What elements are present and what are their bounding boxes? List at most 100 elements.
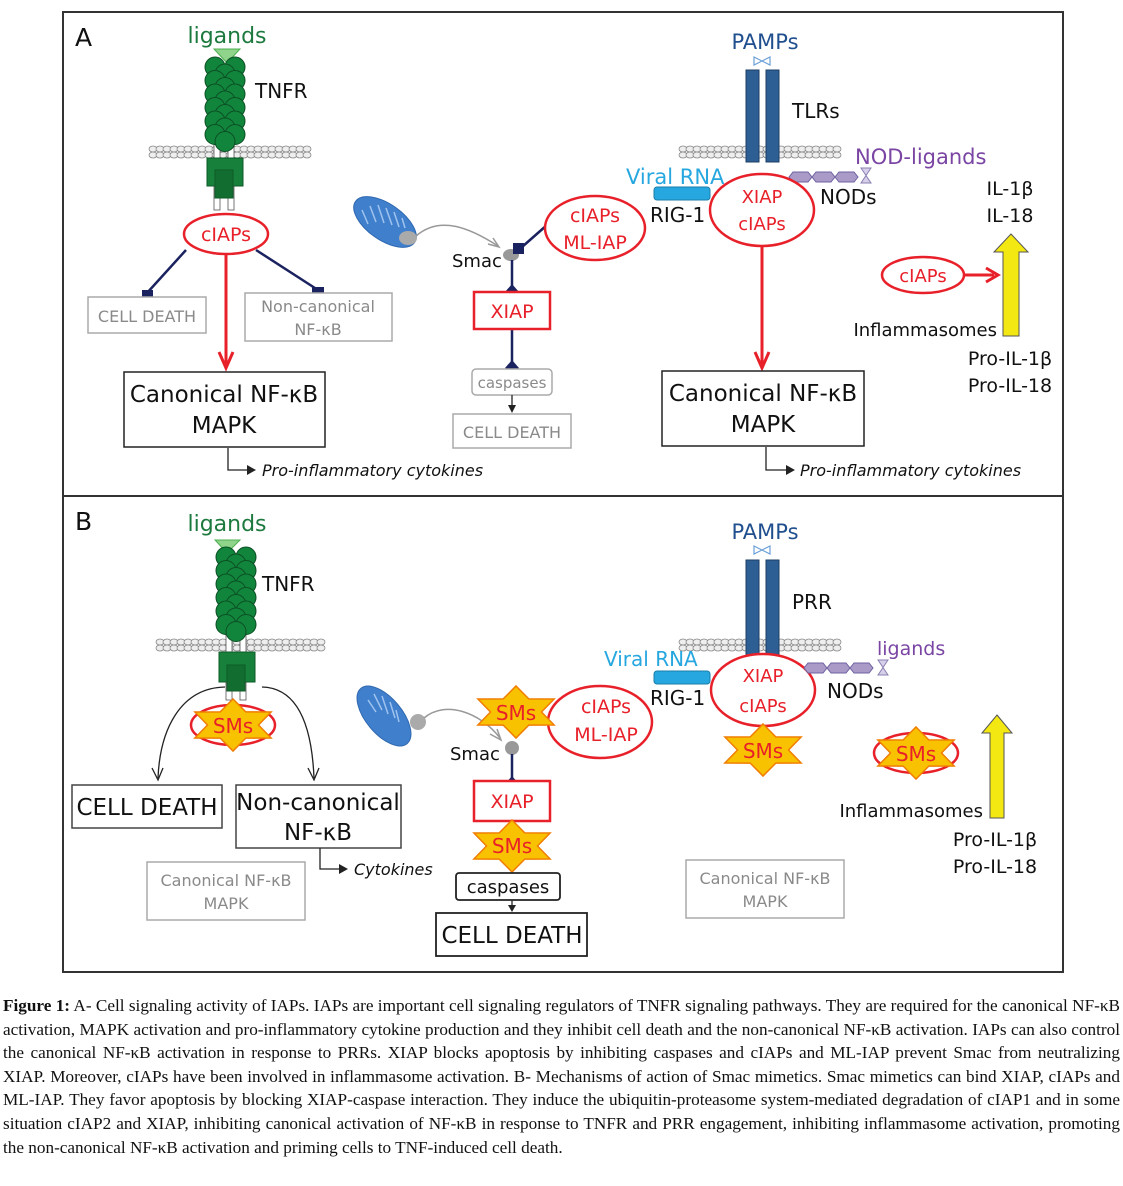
non-canonical-label: Non-canonical <box>261 297 375 316</box>
arrowhead <box>247 465 256 475</box>
figure-diagram: A ligands TNFR cIAPs CELL DEATH Non-cano… <box>62 11 1064 973</box>
ciaps-label: cIAPs <box>201 224 251 246</box>
cell-death-box <box>87 296 207 334</box>
ciaps-mliap-node <box>543 194 647 262</box>
smac-label: Smac <box>450 744 500 765</box>
nods-label: NODs <box>820 185 877 209</box>
pro-il1b-label: Pro-IL-1β <box>953 829 1037 851</box>
cytokines-label: Cytokines <box>354 860 433 879</box>
panel-b-label: B <box>75 507 92 536</box>
mliap-label: ML-IAP <box>563 232 627 254</box>
tlr-receptor-icon <box>745 69 760 163</box>
ligand-icon <box>212 48 242 64</box>
cytokine-arrow <box>319 848 340 870</box>
nod-ligands-label: ligands <box>877 638 945 660</box>
prr-receptor-icon <box>765 559 780 657</box>
smac-label: Smac <box>452 251 502 272</box>
arrowhead <box>339 864 348 874</box>
maturation-arrow <box>980 714 1014 819</box>
ligands-label: ligands <box>187 512 266 537</box>
pro-il18-label: Pro-IL-18 <box>953 856 1037 878</box>
cell-death-box <box>452 413 572 449</box>
smac-icon <box>505 741 519 755</box>
cytokine-arrow <box>765 447 787 471</box>
inhibition-line <box>146 249 187 294</box>
maturation-arrow <box>992 233 1030 337</box>
xiap-label: XIAP <box>743 666 784 687</box>
sms-label: SMs <box>496 701 536 725</box>
arrowhead <box>487 237 501 249</box>
non-canonical-box <box>244 292 393 342</box>
cell-membrane <box>678 145 842 159</box>
canonical-nfkb-box <box>146 861 306 921</box>
cell-membrane <box>678 638 842 652</box>
nods-label: NODs <box>827 679 884 703</box>
cytokine-arrow <box>227 448 248 471</box>
sms-icon <box>476 684 556 740</box>
xiap-label: XIAP <box>490 791 533 813</box>
nfkb-label: NF-κB <box>294 320 341 339</box>
pamp-icon <box>753 56 771 66</box>
sms-label: SMs <box>896 742 936 766</box>
cell-death-label: CELL DEATH <box>98 307 196 326</box>
mitochondrion-icon <box>353 196 417 248</box>
canonical-nfkb-label: Canonical NF-κB <box>669 381 857 407</box>
tnfr-label: TNFR <box>254 79 308 103</box>
arrowhead <box>508 905 516 912</box>
cytokines-label: Pro-inflammatory cytokines <box>800 461 1021 480</box>
arrowhead <box>753 351 771 372</box>
cell-death-label: CELL DEATH <box>76 795 217 821</box>
ligand-icon <box>213 539 242 554</box>
arrowhead <box>151 767 164 782</box>
mapk-label: MAPK <box>743 892 788 911</box>
ciaps-label: cIAPs <box>899 266 946 287</box>
caption-label: Figure 1: <box>3 996 71 1015</box>
arrowhead <box>489 728 503 742</box>
sms-ciaps-node <box>872 725 960 781</box>
pamps-label: PAMPs <box>731 30 798 54</box>
caption-text: A- Cell signaling activity of IAPs. IAPs… <box>3 996 1120 1157</box>
nods-icon <box>803 662 874 674</box>
xiap-label: XIAP <box>490 301 533 323</box>
il18-label: IL-18 <box>987 205 1034 227</box>
tnfr-receptor-icon <box>215 546 257 701</box>
arrowhead <box>217 351 235 372</box>
rig1-icon <box>653 670 711 685</box>
pamps-label: PAMPs <box>731 520 798 544</box>
cell-death-label: CELL DEATH <box>463 423 561 442</box>
canonical-nfkb-box <box>123 371 326 448</box>
cell-death-label: CELL DEATH <box>441 923 582 949</box>
inhibition-bar <box>513 243 524 254</box>
non-canonical-label: Non-canonical <box>236 790 400 816</box>
rig1-label: RIG-1 <box>650 203 705 227</box>
xiap-label: XIAP <box>742 187 783 208</box>
noncanonical-arrow <box>261 686 315 779</box>
mitochondrion-icon <box>356 685 426 747</box>
arrowhead <box>786 465 795 475</box>
inflammasomes-label: Inflammasomes <box>839 801 983 822</box>
ciaps-label: cIAPs <box>581 696 631 718</box>
viral-rna-label: Viral RNA <box>604 647 698 671</box>
nfkb-label: NF-κB <box>284 820 352 846</box>
inhibition-line <box>521 224 548 248</box>
viral-rna-label: Viral RNA <box>626 165 725 189</box>
rig1-label: RIG-1 <box>650 686 705 710</box>
sms-icon <box>472 818 552 874</box>
non-canonical-box <box>235 784 402 849</box>
release-arrow <box>415 224 499 247</box>
prr-label: PRR <box>792 590 832 614</box>
mapk-label: MAPK <box>192 413 257 439</box>
nod-ligand-icon <box>877 659 889 676</box>
release-arrow <box>423 708 501 739</box>
mapk-label: MAPK <box>204 894 249 913</box>
tlr-receptor-icon <box>765 69 780 163</box>
tnfr-receptor-icon <box>204 56 246 211</box>
prr-receptor-icon <box>745 559 760 657</box>
tnfr-label: TNFR <box>261 572 315 596</box>
mliap-label: ML-IAP <box>574 724 638 746</box>
canonical-nfkb-label: Canonical NF-κB <box>130 382 318 408</box>
sms-label: SMs <box>743 739 783 763</box>
pamp-icon <box>753 545 771 555</box>
sms-label: SMs <box>492 834 532 858</box>
canonical-nfkb-label: Canonical NF-κB <box>161 871 292 890</box>
